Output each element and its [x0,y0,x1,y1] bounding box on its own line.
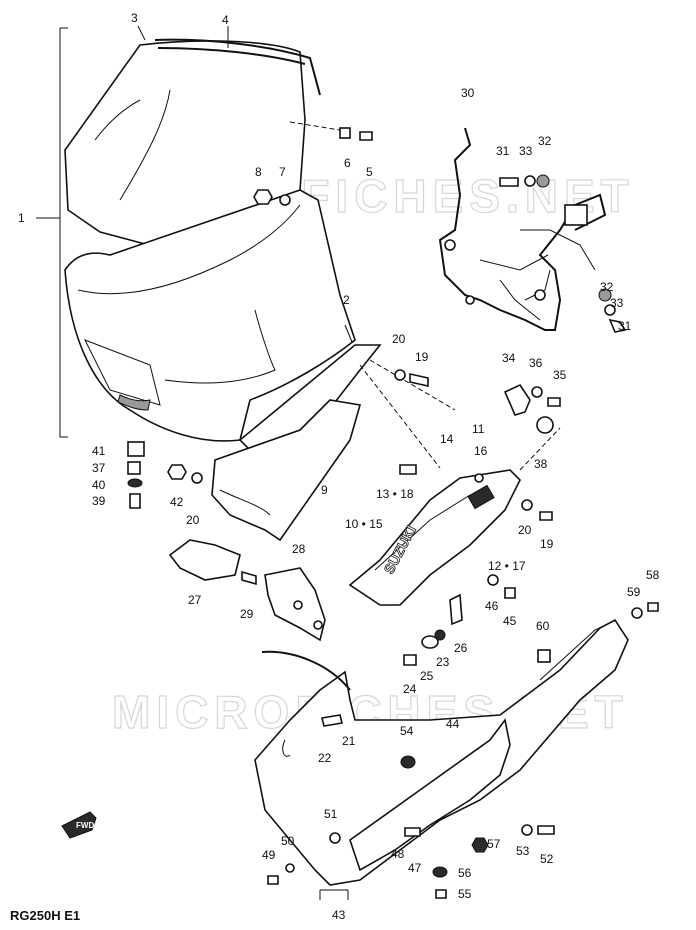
part-label-36: 36 [529,356,543,370]
part-label-5: 5 [366,165,373,179]
part-label-8: 8 [255,165,262,179]
part-label-22: 22 [318,751,332,765]
part-label-57: 57 [487,837,501,851]
part-label-6: 6 [344,156,351,170]
part-label-46: 46 [485,599,499,613]
part-label-23: 23 [436,655,450,669]
part-label-20: 20 [186,513,200,527]
fairing-bracket [438,127,607,331]
part-label-34: 34 [502,351,516,365]
leader-lines [36,25,561,900]
part-label-12-17: 12 • 17 [488,559,526,573]
part-label-49: 49 [262,848,276,862]
upper-fairing [64,189,356,442]
part-label-31: 31 [618,319,632,333]
part-label-31: 31 [496,144,510,158]
part-label-47: 47 [408,861,422,875]
part-label-50: 50 [281,834,295,848]
part-label-44: 44 [446,717,460,731]
part-label-21: 21 [342,734,356,748]
part-label-35: 35 [553,368,567,382]
lower-cowling [254,618,629,886]
model-code: RG250H E1 [10,908,81,923]
part-label-10-15: 10 • 15 [345,517,383,531]
part-label-20: 20 [518,523,532,537]
part-label-42: 42 [170,495,184,509]
part-label-19: 19 [540,537,554,551]
part-label-59: 59 [627,585,641,599]
part-label-28: 28 [292,542,306,556]
part-label-27: 27 [188,593,202,607]
part-label-43: 43 [332,908,346,922]
part-label-26: 26 [454,641,468,655]
part-label-32: 32 [600,280,614,294]
part-label-56: 56 [458,866,472,880]
part-label-38: 38 [534,457,548,471]
part-label-33: 33 [519,144,533,158]
fasteners [127,127,659,899]
part-label-29: 29 [240,607,254,621]
part-label-16: 16 [474,444,488,458]
part-label-37: 37 [92,461,106,475]
part-label-25: 25 [420,669,434,683]
part-label-32: 32 [538,134,552,148]
small-panels [168,539,326,642]
part-label-54: 54 [400,724,414,738]
part-label-39: 39 [92,494,106,508]
part-label-19: 19 [415,350,429,364]
part-label-11: 11 [472,422,485,436]
part-label-58: 58 [646,568,660,582]
part-label-30: 30 [461,86,475,100]
part-label-45: 45 [503,614,517,628]
part-label-53: 53 [516,844,530,858]
part-label-40: 40 [92,478,106,492]
part-label-1: 1 [18,211,25,225]
part-label-55: 55 [458,887,472,901]
part-label-13-18: 13 • 18 [376,487,414,501]
part-label-41: 41 [92,444,106,458]
part-label-4: 4 [222,13,229,27]
part-label-14: 14 [440,432,454,446]
part-label-52: 52 [540,852,554,866]
fwd-arrow: FWD [61,811,97,839]
fwd-label: FWD [76,821,94,830]
part-label-48: 48 [391,847,405,861]
windscreen [64,38,321,249]
part-label-2: 2 [343,293,350,307]
part-label-20: 20 [392,332,406,346]
part-label-7: 7 [279,165,286,179]
part-label-33: 33 [610,296,624,310]
part-label-60: 60 [536,619,550,633]
part-label-3: 3 [131,11,138,25]
part-label-24: 24 [403,682,417,696]
inner-panel [211,344,382,542]
part-label-9: 9 [321,483,328,497]
part-label-51: 51 [324,807,338,821]
